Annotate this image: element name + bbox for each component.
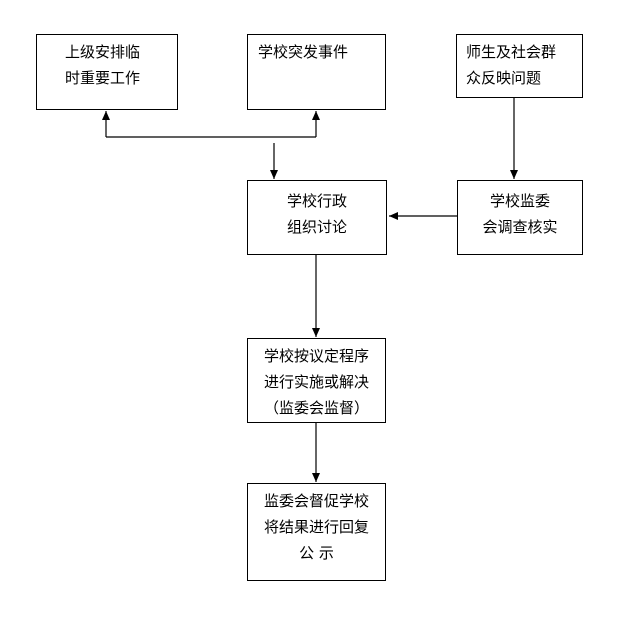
node-publicize-result: 监委会督促学校 将结果进行回复 公 示 xyxy=(247,483,386,581)
node-superior-task-line2: 时重要工作 xyxy=(65,69,141,87)
node-admin-discussion: 学校行政 组织讨论 xyxy=(247,180,387,255)
node-public-issues-line2: 众反映问题 xyxy=(466,69,542,87)
node-admin-discussion-line2: 组织讨论 xyxy=(286,218,347,236)
node-school-incident: 学校突发事件 xyxy=(247,34,386,110)
node-publicize-line1: 监委会督促学校 xyxy=(263,492,369,510)
node-publicize-line3-right: 示 xyxy=(318,544,334,562)
node-public-issues: 师生及社会群 众反映问题 xyxy=(456,34,583,98)
node-investigation-line2: 会调查核实 xyxy=(482,218,558,236)
node-supervisory-investigation: 学校监委 会调查核实 xyxy=(457,180,583,255)
node-investigation-line1: 学校监委 xyxy=(489,192,550,210)
node-implementation-line1: 学校按议定程序 xyxy=(263,347,369,365)
node-publicize-line2: 将结果进行回复 xyxy=(263,518,369,536)
node-public-issues-line1: 师生及社会群 xyxy=(466,43,557,61)
node-publicize-line3: 公 示 xyxy=(248,540,385,566)
node-implementation-line2: 进行实施或解决 xyxy=(263,373,369,391)
node-school-incident-line1: 学校突发事件 xyxy=(258,43,349,61)
node-admin-discussion-line1: 学校行政 xyxy=(286,192,347,210)
node-superior-task-line1: 上级安排临 xyxy=(65,43,141,61)
node-publicize-line3-left: 公 xyxy=(299,544,315,562)
node-implementation: 学校按议定程序 进行实施或解决 （监委会监督） xyxy=(247,338,386,423)
node-superior-task: 上级安排临 时重要工作 xyxy=(36,34,178,110)
node-implementation-line3: （监委会监督） xyxy=(263,399,369,417)
